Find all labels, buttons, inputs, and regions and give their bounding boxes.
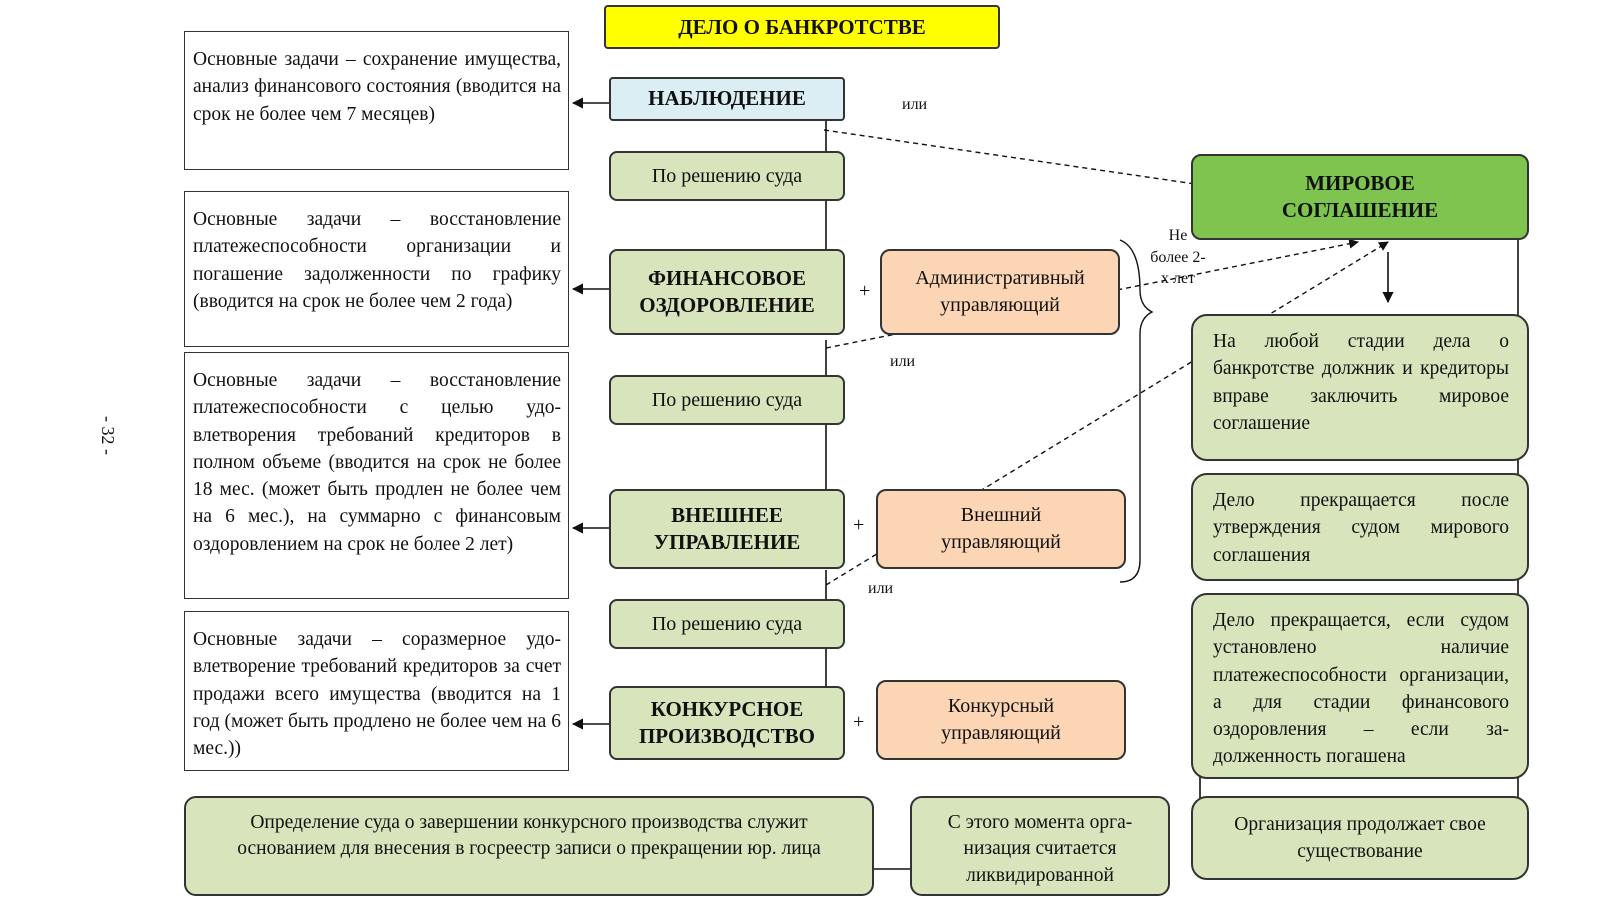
bracket bbox=[1119, 239, 1154, 583]
page-number: - 32 - bbox=[98, 416, 118, 455]
court-decision-2: По решению суда bbox=[609, 375, 845, 425]
settlement-any-stage: На любой стадии дела о банкротстве должн… bbox=[1191, 314, 1529, 461]
court-decision-3: По решению суда bbox=[609, 599, 845, 649]
court-ruling-box: Определение суда о завершении конкурсног… bbox=[184, 796, 874, 896]
stage-external-management: ВНЕШНЕЕ УПРАВЛЕНИЕ bbox=[609, 489, 845, 569]
plus-sign-3: + bbox=[853, 711, 865, 733]
plus-sign-2: + bbox=[853, 514, 865, 536]
page-title: ДЕЛО О БАНКРОТСТВЕ bbox=[604, 5, 1000, 49]
case-ends-solvency: Дело прекращается, если су­дом установле… bbox=[1191, 593, 1529, 779]
task-box-external-management: Основные задачи – восстановление платеже… bbox=[184, 352, 569, 599]
or-label-2: или bbox=[890, 353, 916, 370]
liquidated-box: С этого момента орга­низация считается л… bbox=[910, 796, 1170, 896]
manager-external: Внешний управляющий bbox=[876, 489, 1126, 569]
task-box-financial-recovery: Основные задачи – восстановление платеже… bbox=[184, 191, 569, 347]
stage-bankruptcy-proceedings: КОНКУРСНОЕ ПРОИЗВОДСТВО bbox=[609, 686, 845, 760]
task-box-bankruptcy-proceedings: Основные задачи – соразмерное удо­влетво… bbox=[184, 611, 569, 771]
dashed-link-1 bbox=[823, 129, 1203, 189]
org-continues: Организация продолжает свое существовани… bbox=[1191, 796, 1529, 880]
settlement-box: МИРОВОЕ СОГЛАШЕНИЕ bbox=[1191, 154, 1529, 240]
manager-bankruptcy: Конкурсный управляющий bbox=[876, 680, 1126, 760]
or-label-1: или bbox=[902, 96, 928, 113]
stage-observation: НАБЛЮДЕНИЕ bbox=[609, 77, 845, 121]
or-label-3: или bbox=[868, 580, 894, 597]
manager-administrative: Административный управляющий bbox=[880, 249, 1120, 335]
stage-financial-recovery: ФИНАНСОВОЕ ОЗДОРОВЛЕНИЕ bbox=[609, 249, 845, 335]
case-ends-approval: Дело прекращается после утверждения судо… bbox=[1191, 473, 1529, 581]
task-box-observation: Основные задачи – сохранение иму­щества,… bbox=[184, 31, 569, 170]
court-decision-1: По решению суда bbox=[609, 151, 845, 201]
not-more-2-years-label: Не более 2-х лет bbox=[1150, 227, 1206, 288]
plus-sign-1: + bbox=[859, 280, 871, 302]
